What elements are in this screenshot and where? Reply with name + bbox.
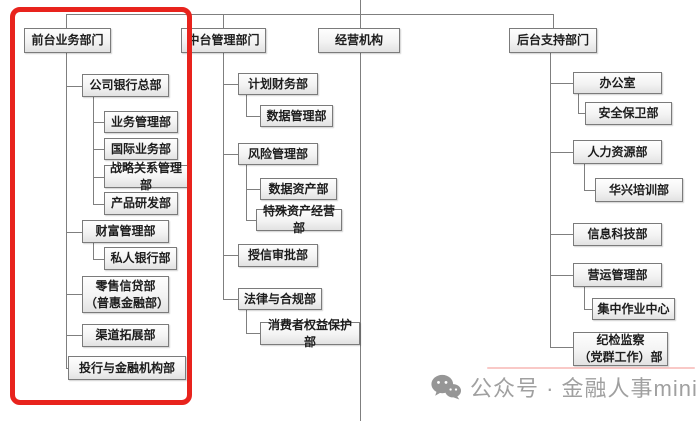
node-operations-management: 营运管理部 [573, 263, 662, 287]
node-business-management: 业务管理部 [104, 111, 178, 133]
watermark-underline [487, 367, 695, 369]
node-centralized-ops-center: 集中作业中心 [592, 298, 675, 320]
node-general-office: 办公室 [573, 72, 662, 94]
node-security: 安全保卫部 [585, 102, 672, 125]
connector-line [550, 234, 573, 235]
node-investment-banking-fi: 投行与金融机构部 [68, 356, 186, 380]
node-special-assets: 特殊资产经营部 [256, 204, 342, 235]
connector-line [93, 259, 104, 260]
connector-line [578, 113, 585, 114]
node-channel-expansion: 渠道拓展部 [82, 324, 169, 347]
node-training: 华兴培训部 [595, 178, 683, 202]
node-international-business: 国际业务部 [104, 138, 178, 160]
connector-line [550, 53, 551, 347]
node-data-management: 数据管理部 [260, 105, 333, 127]
watermark: 公众号 · 金融人事mini [431, 371, 698, 403]
watermark-text: 公众号 · 金融人事mini [470, 376, 698, 401]
connector-line [550, 275, 573, 276]
node-consumer-protection: 消费者权益保护部 [260, 318, 360, 349]
connector-line [93, 97, 94, 204]
connector-line [66, 14, 67, 28]
connector-line [578, 94, 579, 113]
connector-line [66, 335, 82, 336]
connector-line [223, 84, 238, 85]
connector-line [550, 152, 573, 153]
node-strategic-relations: 战略关系管理部 [104, 161, 188, 192]
node-risk-management: 风险管理部 [238, 143, 318, 165]
node-legal-compliance: 法律与合规部 [238, 288, 322, 310]
node-back-office-depts: 后台支持部门 [509, 28, 597, 53]
node-operating-institutions: 经营机构 [318, 28, 400, 53]
connector-line [553, 14, 554, 28]
node-corporate-banking-hq: 公司银行总部 [82, 74, 169, 97]
connector-line [584, 287, 585, 309]
node-discipline-inspection: 纪检监察 （党群工作）部 [573, 332, 668, 366]
connector-line [93, 243, 94, 259]
connector-line [93, 149, 104, 150]
connector-line [93, 204, 104, 205]
connector-line [246, 95, 247, 116]
node-private-banking: 私人银行部 [104, 247, 177, 270]
connector-line [360, 0, 361, 28]
connector-line [66, 232, 82, 233]
connector-line [246, 116, 260, 117]
connector-line [66, 294, 82, 295]
connector-line [93, 122, 104, 123]
node-data-assets: 数据资产部 [260, 178, 337, 200]
connector-line [584, 309, 592, 310]
connector-line [66, 14, 553, 15]
connector-line [223, 14, 224, 28]
connector-line [246, 189, 260, 190]
wechat-icon [431, 374, 461, 400]
connector-line [246, 220, 256, 221]
node-credit-approval: 授信审批部 [238, 244, 318, 267]
connector-line [93, 177, 104, 178]
connector-line [246, 333, 260, 334]
node-middle-office-depts: 中台管理部门 [181, 28, 266, 53]
connector-line [584, 190, 595, 191]
node-wealth-management: 财富管理部 [82, 220, 169, 243]
node-planning-finance: 计划财务部 [238, 73, 318, 95]
node-information-technology: 信息科技部 [573, 223, 662, 246]
connector-line [246, 310, 247, 333]
connector-line [246, 165, 247, 220]
node-human-resources: 人力资源部 [573, 140, 662, 164]
connector-line [223, 255, 238, 256]
connector-line [223, 154, 238, 155]
connector-line [66, 86, 82, 87]
connector-line [223, 299, 238, 300]
connector-line [223, 53, 224, 299]
connector-line [550, 347, 573, 348]
connector-line [360, 53, 361, 421]
connector-line [584, 164, 585, 190]
node-front-office-depts: 前台业务部门 [24, 28, 111, 53]
connector-line [66, 53, 67, 368]
connector-line [550, 83, 573, 84]
node-retail-credit: 零售信贷部 （普惠金融部） [82, 276, 169, 313]
node-product-rnd: 产品研发部 [104, 192, 178, 215]
